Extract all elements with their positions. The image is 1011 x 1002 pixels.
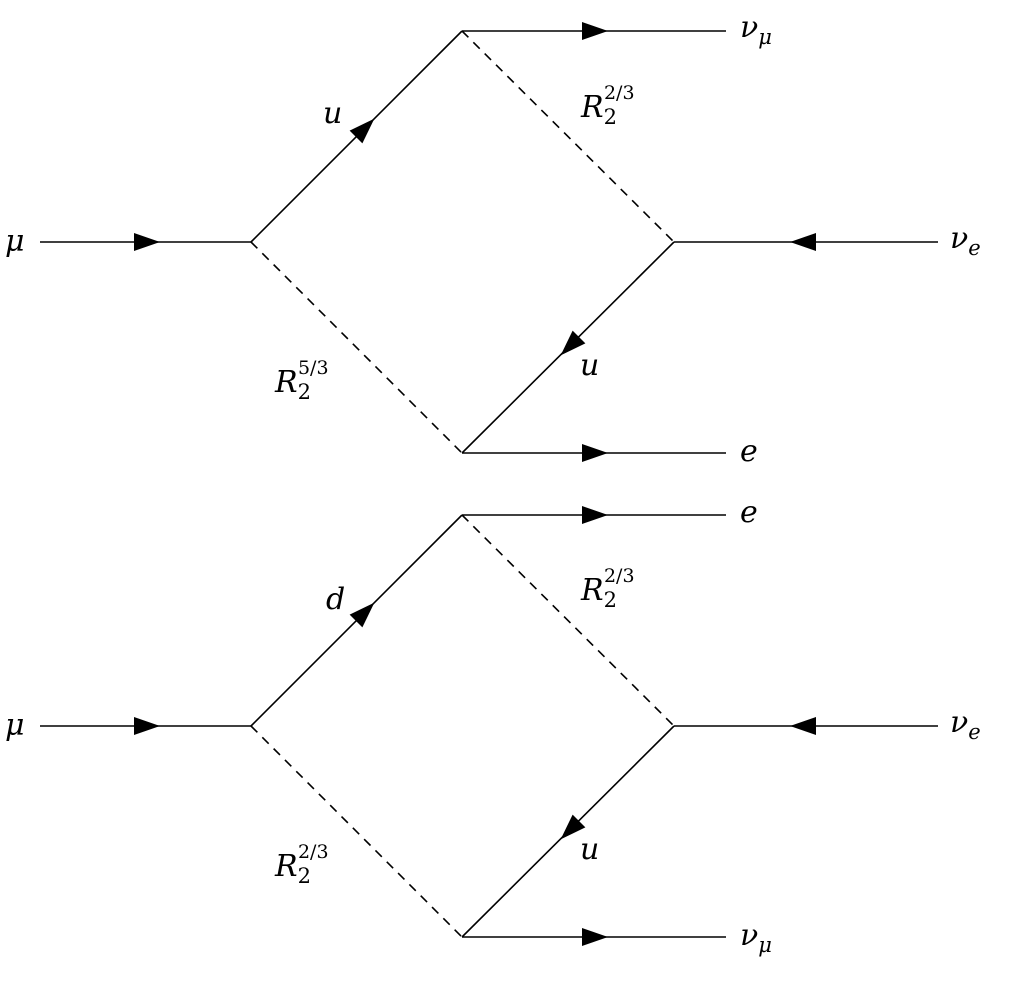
lower-leptoquark-line	[250, 725, 463, 938]
bottom-outgoing-label: e	[740, 434, 758, 469]
arrow-down-left-icon	[560, 330, 586, 356]
diagram-1: μ u νμ R22/3 νe u R25/3 e	[5, 10, 981, 469]
arrow-right-icon	[582, 444, 608, 462]
diagram-2: μ d e R22/3 νe u R22/3 νμ	[5, 495, 981, 957]
inner-quark-label: u	[580, 832, 599, 867]
right-incoming-label: νe	[950, 705, 981, 744]
arrow-right-icon	[582, 928, 608, 946]
arrow-right-icon	[134, 717, 160, 735]
upper-leptoquark-label: R22/3	[580, 82, 635, 129]
arrow-left-icon	[790, 233, 816, 251]
arrow-right-icon	[134, 233, 160, 251]
lower-leptoquark-label: R22/3	[274, 841, 329, 888]
arrow-down-left-icon	[560, 814, 586, 840]
upper-quark-label: d	[326, 582, 345, 617]
incoming-label: μ	[5, 224, 25, 259]
arrow-right-icon	[582, 506, 608, 524]
upper-quark-label: u	[323, 96, 342, 131]
right-incoming-label: νe	[950, 221, 981, 260]
top-outgoing-label: e	[740, 495, 758, 530]
incoming-label: μ	[5, 708, 25, 743]
upper-leptoquark-label: R22/3	[580, 565, 635, 612]
bottom-outgoing-label: νμ	[740, 918, 772, 957]
arrow-left-icon	[790, 717, 816, 735]
arrow-up-right-icon	[349, 602, 375, 628]
arrow-right-icon	[582, 22, 608, 40]
top-outgoing-label: νμ	[740, 10, 772, 49]
upper-leptoquark-line	[461, 30, 675, 243]
lower-leptoquark-label: R25/3	[274, 357, 329, 404]
arrow-up-right-icon	[349, 118, 375, 144]
lower-leptoquark-line	[250, 241, 463, 454]
inner-quark-label: u	[580, 348, 599, 383]
upper-leptoquark-line	[461, 514, 675, 727]
